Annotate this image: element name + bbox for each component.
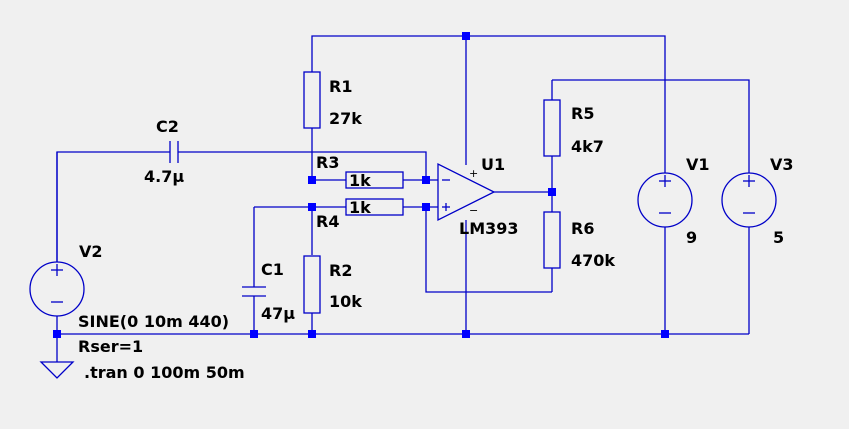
wire-top-rail — [311, 35, 666, 173]
r4-name: R4 — [316, 212, 339, 231]
r6-body — [543, 211, 561, 269]
u1-value: LM393 — [459, 219, 519, 238]
wire-c2-right — [178, 151, 427, 180]
r6-value: 470k — [571, 251, 615, 270]
v3-source — [721, 172, 777, 228]
v3-value: 5 — [773, 228, 784, 247]
c2-value: 4.7µ — [144, 167, 184, 186]
r3-body — [345, 171, 404, 189]
r1-body — [303, 71, 321, 129]
r5-name: R5 — [571, 104, 594, 123]
u1-name: U1 — [481, 155, 505, 174]
r1-name: R1 — [329, 77, 352, 96]
r2-body — [303, 255, 321, 314]
r5-body — [543, 99, 561, 157]
u1-vplus-pin-mark: + — [469, 167, 478, 180]
wire-feedback — [425, 207, 552, 293]
c1-name: C1 — [261, 260, 284, 279]
r3-name: R3 — [316, 153, 339, 172]
v3-name: V3 — [770, 155, 794, 174]
c2-symbol — [169, 141, 179, 163]
junction-nodes — [53, 32, 669, 338]
u1-vminus-pin-mark: − — [469, 204, 478, 217]
r2-value: 10k — [329, 292, 362, 311]
r6-name: R6 — [571, 219, 594, 238]
c1-value: 47µ — [261, 304, 295, 323]
v1-name: V1 — [686, 155, 710, 174]
v2-rser: Rser=1 — [78, 337, 143, 356]
r1-value: 27k — [329, 109, 362, 128]
wire-5v-rail — [552, 79, 750, 173]
v1-value: 9 — [686, 228, 697, 247]
c1-symbol — [242, 286, 266, 297]
c2-name: C2 — [156, 117, 179, 136]
v1-source — [637, 172, 693, 228]
v2-name: V2 — [79, 242, 103, 261]
r4-body — [345, 198, 404, 216]
r3-value: 1k — [349, 171, 371, 190]
r2-name: R2 — [329, 261, 352, 280]
u1-opamp: + − — [437, 162, 496, 222]
spice-directive: .tran 0 100m 50m — [84, 363, 245, 382]
v2-value: SINE(0 10m 440) — [78, 312, 229, 331]
ground-symbol — [39, 361, 75, 379]
v2-source — [29, 152, 85, 317]
r5-value: 4k7 — [571, 137, 604, 156]
r4-value: 1k — [349, 198, 371, 217]
